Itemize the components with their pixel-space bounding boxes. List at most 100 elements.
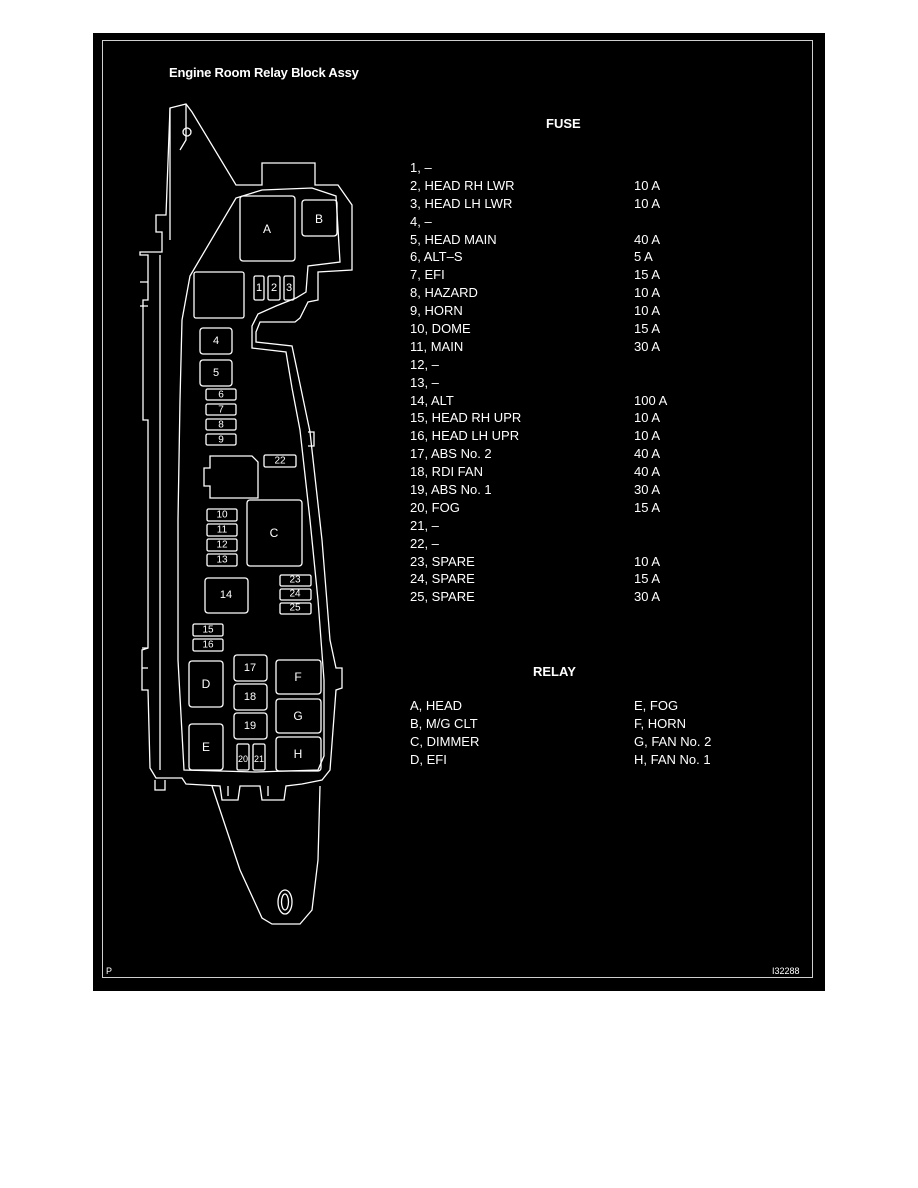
fuse-row: 2, HEAD RH LWR 10 A — [410, 177, 710, 195]
panel-border — [102, 40, 813, 978]
fuse-8 — [205, 418, 237, 431]
label-fuse-12: 12 — [216, 540, 228, 551]
label-fuse-3: 3 — [286, 282, 292, 294]
fuse-name: 9, HORN — [410, 303, 463, 319]
label-fuse-8: 8 — [218, 420, 224, 431]
fuse-amperage: 40 A — [634, 446, 661, 462]
label-fuse-23: 23 — [289, 575, 301, 586]
fuse-name: 12, – — [410, 356, 439, 372]
connector-block-upper — [193, 271, 245, 319]
tray-outline — [177, 187, 341, 773]
relay-name-left: A, HEAD — [410, 698, 463, 713]
relay-B — [301, 199, 338, 237]
fuse-name: 1, – — [410, 160, 432, 175]
fuse-name: 18, RDI FAN — [410, 464, 483, 480]
fuse-20 — [236, 743, 250, 771]
fuse-5 — [199, 359, 233, 387]
relay-name-right: E, FOG — [634, 698, 679, 713]
fuse-row: 4, – — [410, 213, 710, 231]
fuse-amperage: 15 A — [634, 321, 661, 337]
fuse-19 — [233, 712, 268, 740]
fuse-amperage: 10 A — [634, 195, 661, 211]
fuse-amperage: 10 A — [634, 177, 661, 193]
label-fuse-7: 7 — [218, 405, 224, 416]
fuse-amperage: 10 A — [634, 303, 661, 319]
label-fuse-17: 17 — [244, 662, 256, 674]
fuse-amperage: 40 A — [634, 464, 661, 480]
relay-name-right: H, FAN No. 1 — [634, 751, 711, 767]
diagram-title: Engine Room Relay Block Assy — [169, 65, 359, 80]
label-fuse-4: 4 — [213, 335, 219, 347]
label-fuse-19: 19 — [244, 720, 256, 732]
bottom-tab — [211, 785, 321, 925]
fuse-name: 13, – — [410, 374, 439, 390]
label-fuse-14: 14 — [220, 589, 232, 601]
fuse-25 — [279, 602, 312, 615]
fuse-10 — [206, 508, 238, 522]
relay-F — [275, 659, 322, 695]
label-fuse-25: 25 — [289, 603, 301, 614]
relay-heading: RELAY — [533, 664, 576, 679]
fuse-row: 10, DOME 15 A — [410, 320, 710, 338]
side-tab-right — [308, 431, 315, 447]
fuse-heading: FUSE — [546, 116, 581, 131]
connector-block-lower — [203, 455, 259, 499]
label-relay-A: A — [263, 222, 271, 236]
label-fuse-9: 9 — [218, 435, 224, 446]
label-relay-F: F — [294, 670, 301, 684]
fuse-9 — [205, 433, 237, 446]
fuse-amperage: 40 A — [634, 231, 661, 247]
left-rail — [140, 255, 161, 770]
mount-hole-bottom — [277, 889, 293, 915]
fuse-amperage: 10 A — [634, 285, 661, 301]
fuse-row: 12, – — [410, 356, 710, 374]
fuse-4 — [199, 327, 233, 355]
fuse-24 — [279, 588, 312, 601]
fuse-row: 21, – — [410, 517, 710, 535]
fuse-name: 20, FOG — [410, 499, 460, 515]
label-relay-C: C — [270, 526, 279, 540]
fuse-amperage: 30 A — [634, 482, 661, 498]
label-relay-E: E — [202, 740, 210, 754]
fuse-name: 11, MAIN — [410, 338, 464, 354]
label-relay-H: H — [294, 747, 303, 761]
fuse-name: 25, SPARE — [410, 589, 475, 605]
fuse-name: 10, DOME — [410, 321, 471, 337]
fuse-name: 2, HEAD RH LWR — [410, 177, 515, 193]
bottom-feet — [154, 780, 269, 796]
housing-outline — [139, 103, 353, 801]
label-fuse-11: 11 — [217, 525, 228, 536]
label-relay-G: G — [293, 709, 302, 723]
label-fuse-24: 24 — [289, 589, 301, 600]
fuse-3 — [283, 275, 295, 301]
relay-name-left: B, M/G CLT — [410, 715, 478, 731]
fuse-amperage: 15 A — [634, 267, 661, 283]
label-fuse-22: 22 — [274, 456, 286, 467]
fuse-17 — [233, 654, 268, 682]
fuse-amperage: 15 A — [634, 499, 661, 515]
label-fuse-20: 20 — [238, 754, 248, 764]
mount-hole-bottom-inner — [280, 893, 290, 911]
fuse-name: 4, – — [410, 213, 432, 229]
fuse-name: 7, EFI — [410, 267, 445, 283]
label-relay-D: D — [202, 677, 211, 691]
fuse-14 — [204, 577, 249, 614]
fuse-name: 23, SPARE — [410, 553, 475, 569]
fuse-7 — [205, 403, 237, 416]
mount-hole-top — [182, 127, 192, 137]
